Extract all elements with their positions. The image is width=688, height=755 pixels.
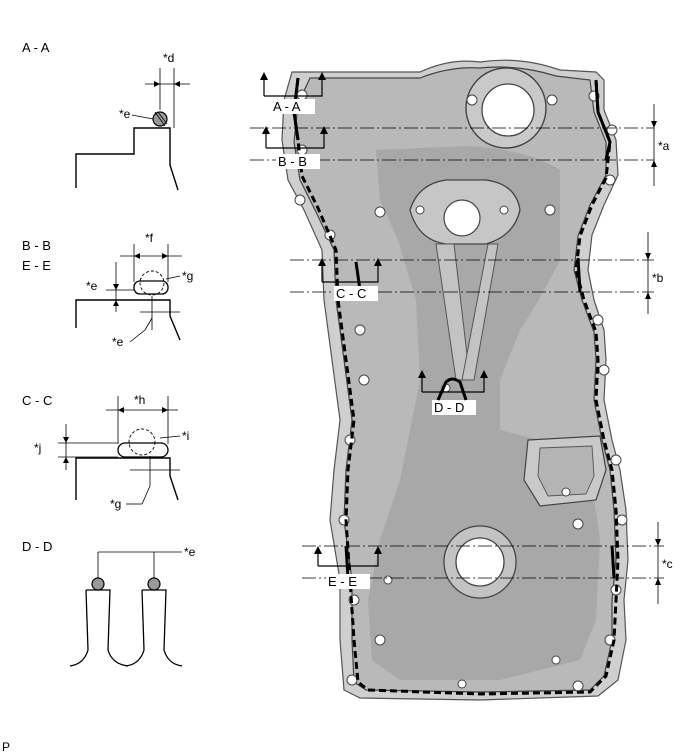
callout-a-label: *a bbox=[658, 139, 670, 153]
callout-d-label: *d bbox=[163, 51, 174, 65]
detail-bb-title: B - B bbox=[22, 238, 51, 253]
seal-bead-dd-right bbox=[147, 577, 161, 591]
callout-c-label: *c bbox=[662, 557, 673, 571]
seal-packing-line bbox=[292, 77, 620, 696]
cover-recess bbox=[368, 146, 600, 680]
callout-e-label-aa: *e bbox=[119, 107, 131, 121]
callout-f-label: *f bbox=[145, 231, 154, 245]
detail-ee-title: E - E bbox=[22, 258, 51, 273]
detail-cc: C - C *h *i *j *g bbox=[22, 393, 189, 511]
seal-bead-cc bbox=[117, 442, 169, 458]
seal-bead-dd-left bbox=[91, 577, 105, 591]
detail-bb-ee: B - B E - E *f *g *e *e bbox=[22, 231, 193, 349]
callout-i-label: *i bbox=[182, 429, 189, 443]
seal-bead-outline-bb bbox=[139, 270, 165, 296]
tag-dd: D - D bbox=[434, 400, 464, 415]
tag-cc: C - C bbox=[336, 286, 366, 301]
crank-bore bbox=[455, 537, 505, 587]
callout-e-label-dd: *e bbox=[184, 545, 196, 559]
detail-dd-title: D - D bbox=[22, 539, 52, 554]
bolt-holes bbox=[294, 89, 628, 692]
callout-h-label: *h bbox=[134, 393, 145, 407]
callout-g-label-bb: *g bbox=[182, 269, 193, 283]
callout-e-label-bb-lower: *e bbox=[112, 335, 124, 349]
detail-aa: A - A *d *e bbox=[22, 40, 190, 191]
seal-bead-bb bbox=[133, 280, 169, 295]
callout-g-label-cc: *g bbox=[110, 497, 121, 511]
callout-j-label: *j bbox=[34, 441, 41, 455]
detail-aa-title: A - A bbox=[22, 40, 50, 55]
callout-b-label: *b bbox=[652, 271, 664, 285]
detail-dd: D - D *e bbox=[22, 539, 196, 667]
seal-bead-outline-cc bbox=[128, 428, 156, 456]
top-boss-bore bbox=[481, 83, 535, 137]
tag-aa: A - A bbox=[273, 99, 301, 114]
tag-bb: B - B bbox=[278, 154, 307, 169]
pump-plate-bore bbox=[443, 199, 481, 237]
detail-cc-title: C - C bbox=[22, 393, 52, 408]
callout-e-label-bb: *e bbox=[86, 279, 98, 293]
timing-cover-drawing: A - A B - B C - C D - D E - E *a *b *c bbox=[250, 59, 673, 701]
footer-code: P bbox=[2, 740, 10, 754]
tag-ee: E - E bbox=[328, 574, 357, 589]
